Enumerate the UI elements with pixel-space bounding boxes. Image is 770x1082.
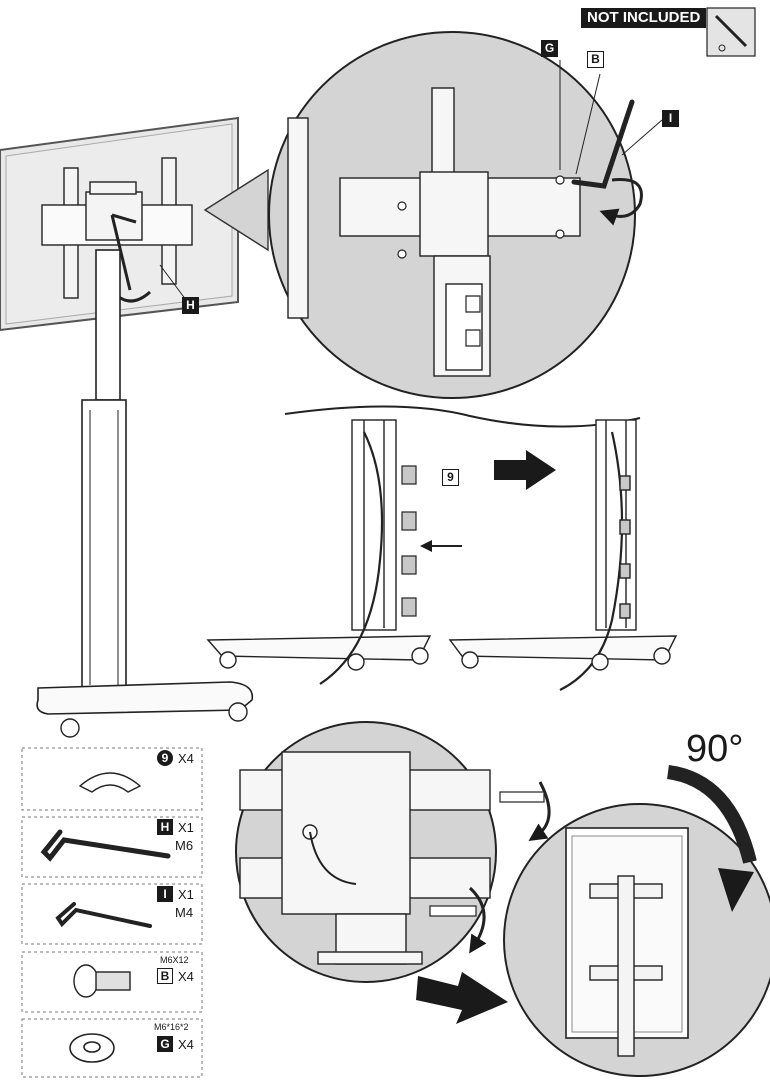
- part-box: [21, 816, 203, 878]
- part-tag: 9: [157, 750, 173, 766]
- label-g: G: [541, 40, 558, 57]
- hex-key-m6-icon: [40, 829, 171, 862]
- caster-wheel: [60, 702, 248, 738]
- rotate-arrow-icon: [468, 886, 487, 954]
- rotation-zoom-right: [503, 803, 770, 1077]
- not-included-label: NOT INCLUDED: [581, 8, 707, 28]
- rotation-zoom-left: [235, 721, 497, 983]
- hex-key-tool: [499, 791, 545, 803]
- label-b: B: [587, 51, 604, 68]
- label-i: I: [662, 110, 679, 127]
- arrowhead: [718, 868, 754, 912]
- part-size: M6*16*2: [154, 1022, 189, 1032]
- not-included-panel: [706, 7, 756, 57]
- part-qty: X4: [178, 1037, 194, 1052]
- part-size: M6X12: [160, 955, 189, 965]
- hex-key-tool: [429, 905, 477, 917]
- cable-clip: [401, 465, 417, 617]
- part-qty: X4: [178, 969, 194, 984]
- caster-wheel: [219, 647, 671, 671]
- cable-column-before: [206, 419, 432, 685]
- cut-line: [284, 405, 641, 428]
- rotation-angle: 90°: [686, 728, 744, 770]
- part-size: M6: [175, 838, 194, 853]
- tv-bracket: [41, 157, 193, 299]
- cable-clip-icon: [78, 772, 142, 793]
- zoom-circle: [268, 31, 663, 399]
- part-tag: G: [157, 1036, 173, 1052]
- part-tag: B: [157, 968, 173, 984]
- rotate-arrow-icon: [528, 781, 551, 841]
- h-leader: [159, 264, 187, 301]
- right-arrow-icon: [494, 450, 556, 490]
- part-box: [21, 883, 203, 945]
- part-qty: X4: [178, 751, 194, 766]
- rotate-90-arrow: [666, 765, 757, 864]
- part-qty: X1: [178, 820, 194, 835]
- part-box: [21, 747, 203, 811]
- part-size: M4: [175, 905, 194, 920]
- label-9: 9: [442, 469, 459, 486]
- part-box: [21, 1018, 203, 1078]
- hex-key-m4-icon: [55, 902, 152, 928]
- part-box: [21, 951, 203, 1013]
- label-h: H: [182, 297, 199, 314]
- stand-pole: [36, 249, 254, 715]
- bolt-icon: [73, 964, 131, 998]
- cable-column-after: [448, 419, 678, 691]
- zoom-pointer: [203, 168, 269, 252]
- right-arrow-icon: [416, 972, 508, 1024]
- washer-icon: [69, 1033, 115, 1063]
- part-tag: I: [157, 886, 173, 902]
- part-tag: H: [157, 819, 173, 835]
- part-qty: X1: [178, 887, 194, 902]
